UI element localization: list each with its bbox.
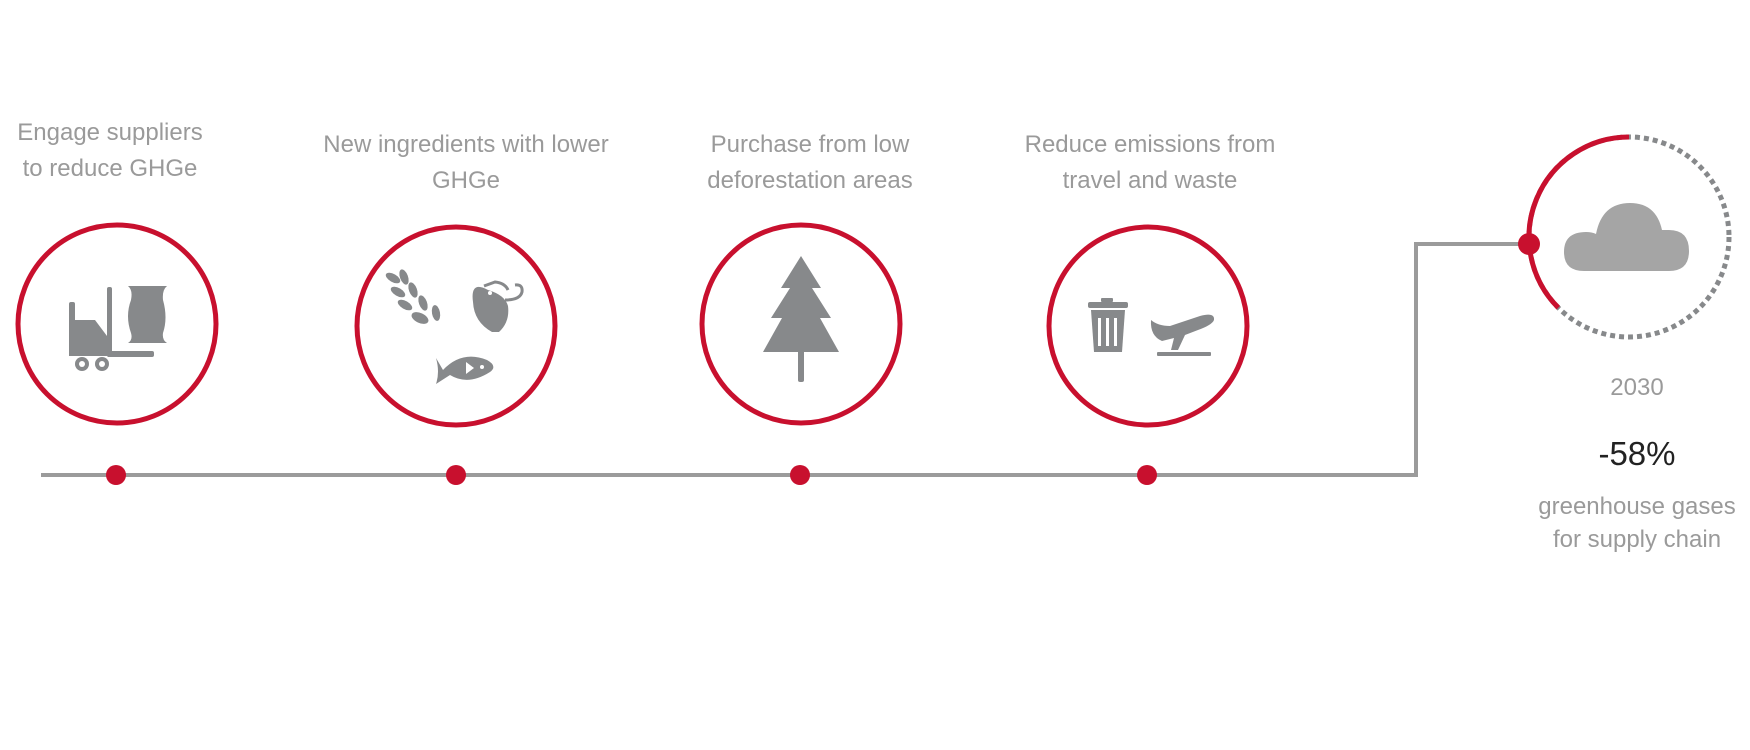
trash-icon [1088,298,1128,352]
step-3-circle [699,222,903,426]
grain-shrimp-fish-icon [385,269,524,384]
step-1-label-line1: Engage suppliers [17,119,203,146]
step-2-label-line2: GHGe [431,167,500,194]
cloud-icon [1564,203,1689,271]
step-4-dot [1137,465,1157,485]
shrimp-icon [472,280,524,332]
step-2-label: New ingredients with lower GHGe [296,127,636,199]
step-3-label-line2: deforestation areas [707,167,913,194]
trash-airplane-icon [1088,298,1215,356]
step-1-dot [106,465,126,485]
tree-icon [763,256,839,382]
goal-year: 2030 [1610,374,1664,401]
goal-description: greenhouse gases for supply chain [1487,490,1750,556]
step-2-label-line1: New ingredients with lower [323,131,609,158]
step-3-label: Purchase from low deforestation areas [640,127,980,199]
step-3-label-line1: Purchase from low [710,131,910,158]
goal-ring-progress [1526,134,1630,310]
forklift-sack-icon [69,286,167,371]
step-1-circle [15,222,219,426]
step-1-label-line2: to reduce GHGe [22,155,198,182]
step-4-label-line1: Reduce emissions from [1024,131,1276,158]
goal-description-line1: greenhouse gases [1538,493,1736,520]
step-4-label-line2: travel and waste [1062,167,1238,194]
fish-icon [436,356,494,384]
timeline-line [41,242,1527,477]
goal-value: -58% [1598,435,1676,472]
goal-description-line2: for supply chain [1552,526,1722,553]
step-4-label: Reduce emissions from travel and waste [980,127,1320,199]
step-4-circle [1046,224,1250,428]
step-1-label: Engage suppliers to reduce GHGe [0,115,280,187]
grain-icon [385,269,441,324]
airplane-icon [1150,314,1215,356]
step-3-dot [790,465,810,485]
goal-dot [1518,233,1540,255]
step-2-dot [446,465,466,485]
step-2-circle [354,224,558,428]
